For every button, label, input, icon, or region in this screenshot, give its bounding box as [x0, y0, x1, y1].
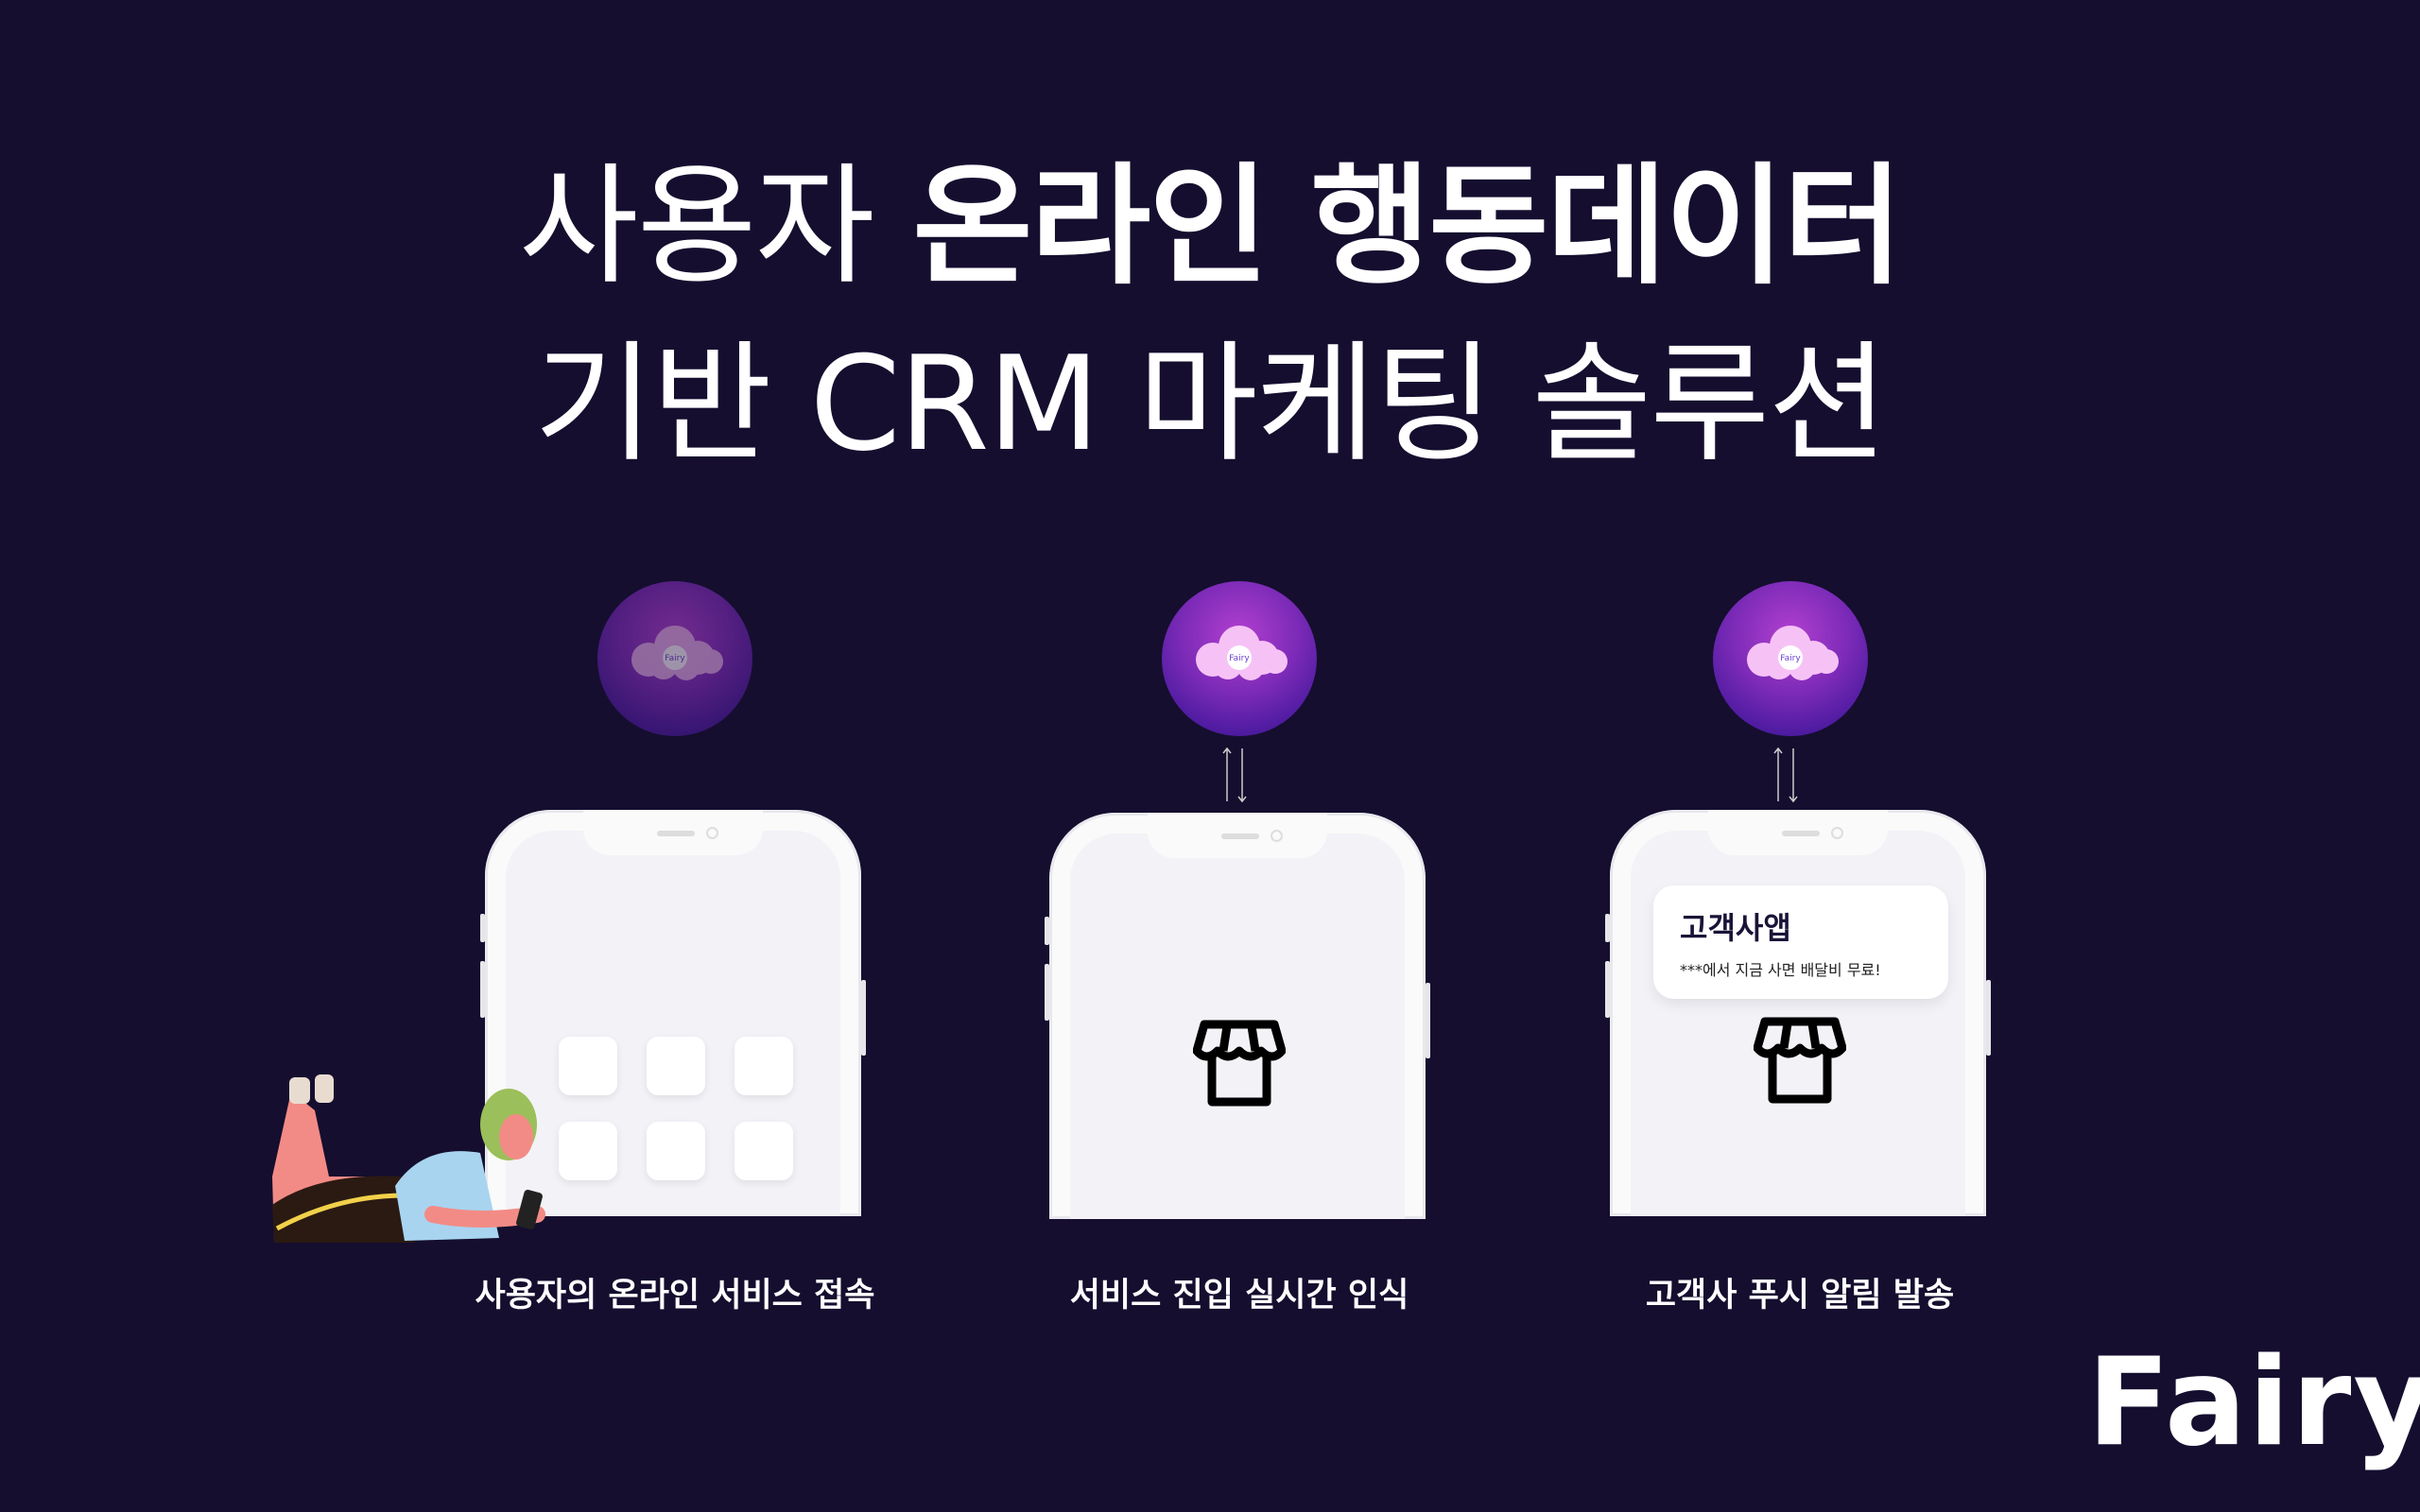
svg-text:Fairy: Fairy	[665, 654, 685, 663]
phone-mockup-notification: 고객사앱 ***에서 지금 사면 배달비 무료!	[1605, 810, 1991, 1216]
headline-regular: 사용자	[518, 150, 913, 302]
store-icon	[1193, 1020, 1286, 1107]
notification-title: 고객사앱	[1680, 910, 1791, 946]
headline-line-1: 사용자 온라인 행동데이터	[0, 142, 2420, 312]
person-with-phone-illustration	[272, 1074, 545, 1243]
fairy-orb-icon: Fairy	[1162, 581, 1317, 736]
headline-bold: 온라인 행동데이터	[912, 150, 1904, 302]
fairy-orb-icon: Fairy	[1713, 581, 1868, 736]
svg-text:Fairy: Fairy	[1780, 654, 1801, 663]
step-caption: 서비스 진입 실시간 인식	[1069, 1277, 1409, 1314]
app-icon	[647, 1122, 705, 1180]
app-icon	[735, 1122, 793, 1180]
phone-mockup-store	[1045, 813, 1430, 1219]
notification-body: ***에서 지금 사면 배달비 무료!	[1680, 961, 1881, 979]
app-icon	[647, 1037, 705, 1095]
app-icon	[559, 1122, 617, 1180]
push-notification-card[interactable]: 고객사앱 ***에서 지금 사면 배달비 무료!	[1653, 885, 1948, 999]
step-caption: 사용자의 온라인 서비스 접속	[475, 1277, 875, 1314]
sync-arrows-icon	[1773, 747, 1798, 803]
phone-mockup-home	[480, 810, 866, 1216]
store-icon	[1754, 1017, 1846, 1104]
app-icon	[735, 1037, 793, 1095]
step-caption: 고객사 푸시 알림 발송	[1645, 1277, 1955, 1314]
sync-arrows-icon	[1222, 747, 1247, 803]
headline-line-2: 기반 CRM 마케팅 솔루션	[533, 328, 1889, 480]
fairy-orb-icon: Fairy	[597, 581, 752, 736]
fairy-logo: Fairy	[2087, 1332, 2420, 1473]
svg-text:Fairy: Fairy	[1229, 654, 1250, 663]
app-icon	[559, 1037, 617, 1095]
